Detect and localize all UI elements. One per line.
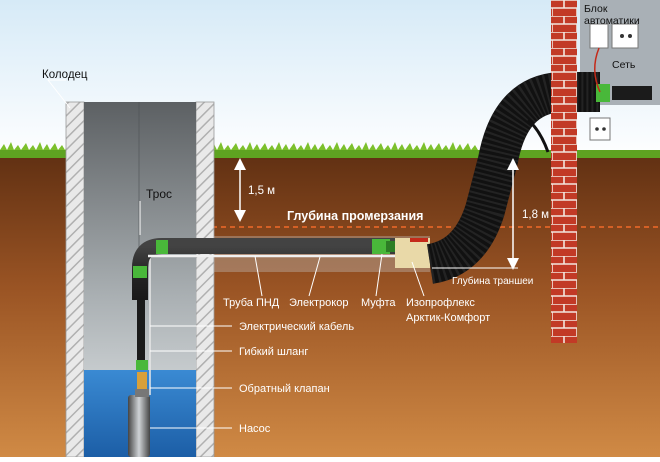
flexible-hose (137, 255, 145, 363)
label-pump: Насос (239, 423, 271, 435)
check-valve (137, 372, 147, 390)
label-depth-2: 1,8 м (522, 209, 549, 221)
label-automation-2: автоматики (584, 15, 640, 27)
label-heater: Электрокор (289, 297, 348, 309)
socket-bottom (589, 117, 611, 141)
label-coupling: Муфта (361, 297, 396, 309)
pump-head (135, 389, 149, 397)
riser-cable (527, 118, 550, 153)
label-freeze-depth: Глубина промерзания (287, 209, 423, 223)
elbow-fitting (133, 266, 147, 278)
label-check-valve: Обратный клапан (239, 383, 330, 395)
label-well: Колодец (42, 69, 88, 81)
coupling (372, 239, 390, 254)
socket-top (611, 23, 639, 49)
dimension-1-5m (234, 158, 246, 222)
house-fitting (596, 84, 610, 102)
elbow-fitting-2 (156, 240, 168, 254)
label-mains: Сеть (612, 59, 636, 71)
label-electric-cable: Электрический кабель (239, 321, 354, 333)
pump (128, 395, 150, 457)
label-automation-1: Блок (584, 3, 608, 15)
brick-wall (551, 0, 577, 343)
label-hose: Гибкий шланг (239, 346, 308, 358)
label-trench-depth: Глубина траншеи (452, 275, 533, 287)
power-wire (594, 47, 601, 93)
label-rope: Трос (146, 187, 172, 201)
dimension-1-8m (507, 158, 519, 270)
label-insulation-1: Изопрофлекс (406, 297, 475, 309)
label-pnd-pipe: Труба ПНД (223, 297, 280, 309)
grass-tufts-right (210, 142, 550, 150)
automation-unit (589, 23, 609, 49)
label-depth-1: 1,5 м (248, 185, 275, 197)
hose-fitting (136, 360, 148, 370)
well-wall-right (195, 101, 215, 458)
insulation-foam (395, 238, 430, 268)
well-wall-left (65, 101, 85, 458)
label-insulation-2: Арктик-Комфорт (406, 312, 490, 324)
label-leaders (46, 79, 425, 429)
